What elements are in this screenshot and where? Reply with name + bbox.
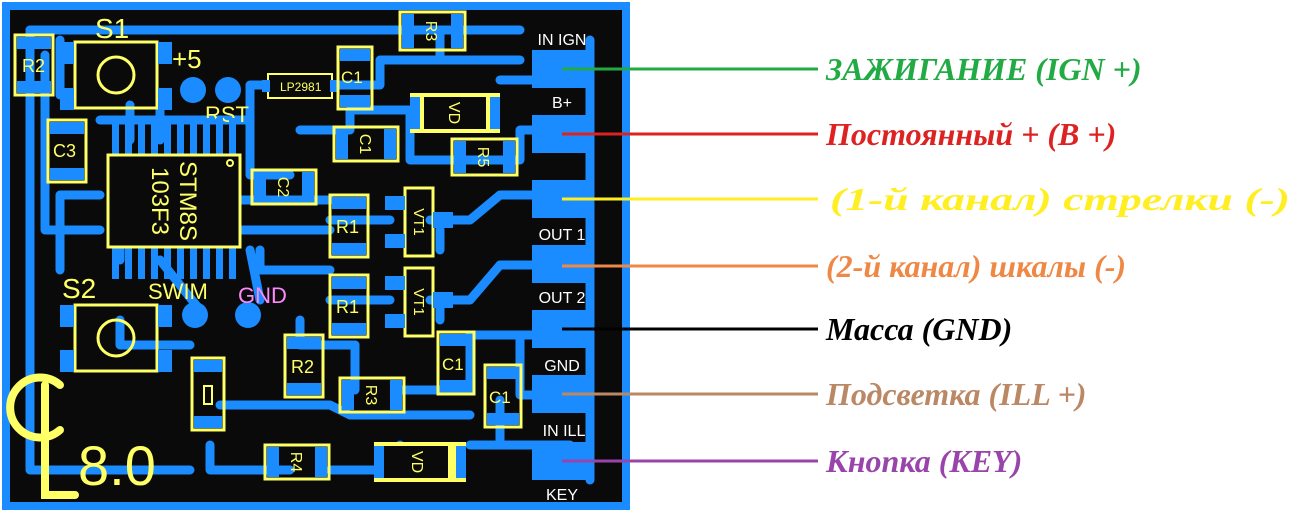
connector-label-key: KEY [546,487,578,504]
label-r1-lower: R1 [336,297,359,317]
switch-s2 [60,303,172,373]
resistor-r1-lower [328,273,370,339]
label-s2: S2 [62,273,96,304]
label-swim: SWIM [148,279,208,304]
switch-s1 [60,40,172,110]
label-r3-top: R3 [422,21,439,42]
mcu-label-line2: 103F3 [146,167,173,235]
diode-vd-bottom [374,442,466,482]
annotation-ign: ЗАЖИГАНИЕ (IGN +) [825,51,1142,87]
label-s1: S1 [95,13,129,44]
capacitor-c1-lower-right [483,363,523,429]
header-pads [180,77,261,328]
mcu-pins [112,118,236,279]
annotation-bplus: Постоянный + (B +) [825,116,1116,152]
capacitor-c1-top [336,45,374,111]
annotation-ill: Подсветка (ILL +) [825,376,1086,412]
board-logo [6,373,79,499]
connector-label-out1: OUT 1 [539,227,586,244]
mcu-label-line1: STM8S [174,161,201,241]
label-vt1-upper: VT1 [410,208,427,236]
resistor-r3-lower [338,376,406,414]
connector-label-out2: OUT 2 [539,290,586,307]
capacitor-c2 [250,168,318,206]
capacitor-c1-mid [332,125,400,163]
label-c1-lower-right: C1 [489,388,511,407]
label-r1-upper: R1 [336,217,359,237]
label-r2-lower: R2 [291,357,314,377]
label-c1-lower-left: C1 [442,355,464,374]
label-lp2981: LP2981 [280,80,322,94]
mcu-stm8s103f3 [106,153,242,249]
resistor-r2-lower [283,333,325,399]
resistor-r5 [450,137,519,177]
transistor-vt1-upper [385,186,453,258]
resistor-r4 [263,443,331,481]
label-c3: C3 [53,141,76,161]
diode-vertical [190,356,226,432]
label-r4: R4 [287,452,304,473]
capacitor-c3 [46,118,88,184]
connector-label-in-ign: IN IGN [538,32,587,49]
leader-lines [562,67,818,463]
annotation-key: Кнопка (KEY) [825,443,1022,479]
transistor-vt1-lower [385,266,453,338]
resistor-r1-upper [328,193,370,259]
regulator-lp2981 [262,73,338,99]
label-plus5: +5 [172,44,202,74]
connector-label-gnd: GND [544,358,580,375]
label-c2: C2 [274,177,291,198]
label-c1-top: C1 [341,68,363,87]
label-gnd-pad: GND [238,283,287,308]
resistor-r2-top [13,33,55,97]
annotation-out2: (2-й канал) шкалы (-) [826,248,1126,284]
diode-vd-top [410,93,500,133]
board-logo-version: 8.0 [78,434,156,497]
resistor-r3-top [398,10,467,52]
label-r5: R5 [474,147,491,168]
label-vd-bottom: VD [408,451,425,473]
label-vd-top: VD [445,102,462,124]
label-r3-lower: R3 [362,385,379,406]
label-rst: RST [205,102,249,127]
connector-label-in-ill: IN ILL [543,423,586,440]
label-r2-top: R2 [22,56,45,76]
annotation-out1: (1-й канал) стрелки (-) [830,181,1290,217]
capacitor-c1-lower-left [436,330,476,396]
connector-label-bplus: B+ [552,95,572,112]
annotation-gnd: Масса (GND) [825,311,1012,347]
label-vt1-lower: VT1 [410,288,427,316]
label-c1-mid: C1 [356,134,373,155]
